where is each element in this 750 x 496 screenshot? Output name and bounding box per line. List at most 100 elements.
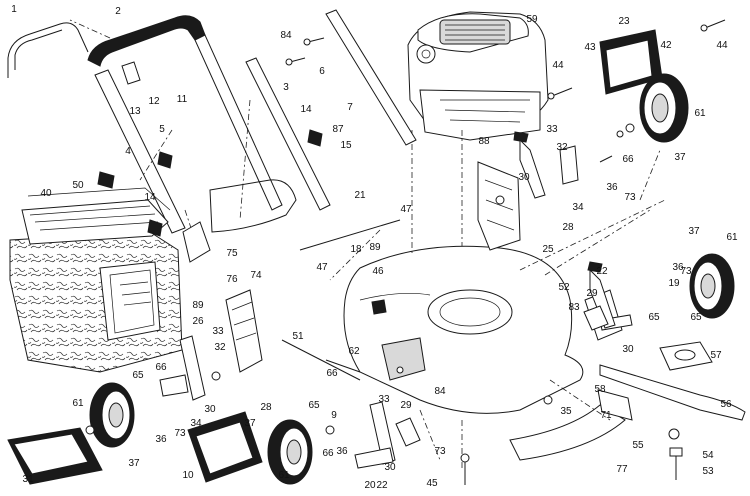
- callout-33: 33: [378, 394, 390, 405]
- callout-3: 3: [283, 82, 289, 93]
- callout-2: 2: [115, 6, 121, 17]
- callout-51: 51: [292, 331, 304, 342]
- callout-61: 61: [694, 108, 706, 119]
- callout-21: 21: [354, 190, 366, 201]
- callout-84: 84: [280, 30, 292, 41]
- bag-frame: [27, 187, 171, 211]
- callout-73: 73: [624, 192, 636, 203]
- wheel-rear-right: [639, 73, 689, 143]
- callout-40: 40: [40, 188, 52, 199]
- callout-66: 66: [622, 154, 634, 165]
- callout-47: 47: [400, 204, 412, 215]
- mower-deck: [343, 245, 584, 414]
- callout-61: 61: [72, 398, 84, 409]
- callout-36: 36: [336, 446, 348, 457]
- callout-76: 76: [226, 274, 238, 285]
- callout-50: 50: [72, 180, 84, 191]
- callout-37: 37: [674, 152, 686, 163]
- callout-65: 65: [690, 312, 702, 323]
- callout-12: 12: [148, 96, 160, 107]
- callout-66: 66: [326, 368, 338, 379]
- callout-58: 58: [594, 384, 606, 395]
- callout-73: 73: [174, 428, 186, 439]
- callout-73: 73: [680, 266, 692, 277]
- callout-88: 88: [478, 136, 490, 147]
- callout-66: 66: [322, 448, 334, 459]
- callout-37: 37: [688, 226, 700, 237]
- callout-26: 26: [192, 316, 204, 327]
- callout-15: 15: [340, 140, 352, 151]
- guide-lines: [329, 130, 666, 470]
- callout-53: 53: [702, 466, 714, 477]
- callout-5: 5: [159, 124, 165, 135]
- callout-52: 52: [558, 282, 570, 293]
- callout-35: 35: [560, 406, 572, 417]
- callout-13: 13: [129, 106, 141, 117]
- callout-22: 22: [596, 266, 608, 277]
- callout-87: 87: [332, 124, 344, 135]
- callout-46: 46: [372, 266, 384, 277]
- blade: [599, 364, 746, 421]
- callout-62: 62: [348, 346, 360, 357]
- callout-56: 56: [720, 399, 732, 410]
- callout-22: 22: [376, 480, 388, 491]
- callout-31: 31: [22, 474, 34, 485]
- callout-33: 33: [212, 326, 224, 337]
- callout-30: 30: [518, 172, 530, 183]
- axle-rods: [209, 179, 401, 381]
- callout-83: 83: [568, 302, 580, 313]
- callout-34: 34: [190, 418, 202, 429]
- callout-30: 30: [204, 404, 216, 415]
- callout-44: 44: [552, 60, 564, 71]
- callout-28: 28: [562, 222, 574, 233]
- callout-4: 4: [125, 146, 131, 157]
- wheel-rear-left: [89, 382, 135, 448]
- callout-19: 19: [668, 278, 680, 289]
- callout-37: 37: [244, 418, 256, 429]
- callout-29: 29: [586, 288, 598, 299]
- callout-36: 36: [672, 262, 684, 273]
- callout-65: 65: [648, 312, 660, 323]
- callout-28: 28: [260, 402, 272, 413]
- callout-9: 9: [331, 410, 337, 421]
- callout-61: 61: [726, 232, 738, 243]
- callout-11: 11: [176, 94, 188, 105]
- engine: [407, 11, 549, 320]
- wheel-front-right: [689, 253, 735, 319]
- lower-handle-left: [94, 69, 186, 234]
- callout-43: 43: [584, 42, 596, 53]
- baffle: [509, 389, 633, 461]
- callout-37: 37: [128, 458, 140, 469]
- callout-84: 84: [434, 386, 446, 397]
- callout-42: 42: [660, 40, 672, 51]
- callout-45: 45: [426, 478, 438, 489]
- callout-34: 34: [572, 202, 584, 213]
- callout-1: 1: [11, 4, 17, 15]
- grass-bag: [9, 199, 183, 373]
- callout-18: 18: [350, 244, 362, 255]
- callout-75: 75: [226, 248, 238, 259]
- mulch-door: [187, 411, 263, 483]
- callout-65: 65: [308, 400, 320, 411]
- callout-20: 20: [364, 480, 376, 491]
- callout-77: 77: [616, 464, 628, 475]
- callout-23: 23: [618, 16, 630, 27]
- callout-30: 30: [622, 344, 634, 355]
- callout-30: 30: [384, 462, 396, 473]
- control-bail: [7, 22, 89, 78]
- callout-36: 36: [606, 182, 618, 193]
- blade-adapter: [659, 341, 713, 371]
- callout-33: 33: [546, 124, 558, 135]
- callout-14: 14: [144, 192, 156, 203]
- callout-66: 66: [155, 362, 167, 373]
- callout-32: 32: [556, 142, 568, 153]
- callout-29: 29: [400, 400, 412, 411]
- callout-10: 10: [182, 470, 194, 481]
- upper-handle: [87, 15, 283, 211]
- callout-14: 14: [300, 104, 312, 115]
- callout-73: 73: [434, 446, 446, 457]
- callout-65: 65: [132, 370, 144, 381]
- callout-57: 57: [710, 350, 722, 361]
